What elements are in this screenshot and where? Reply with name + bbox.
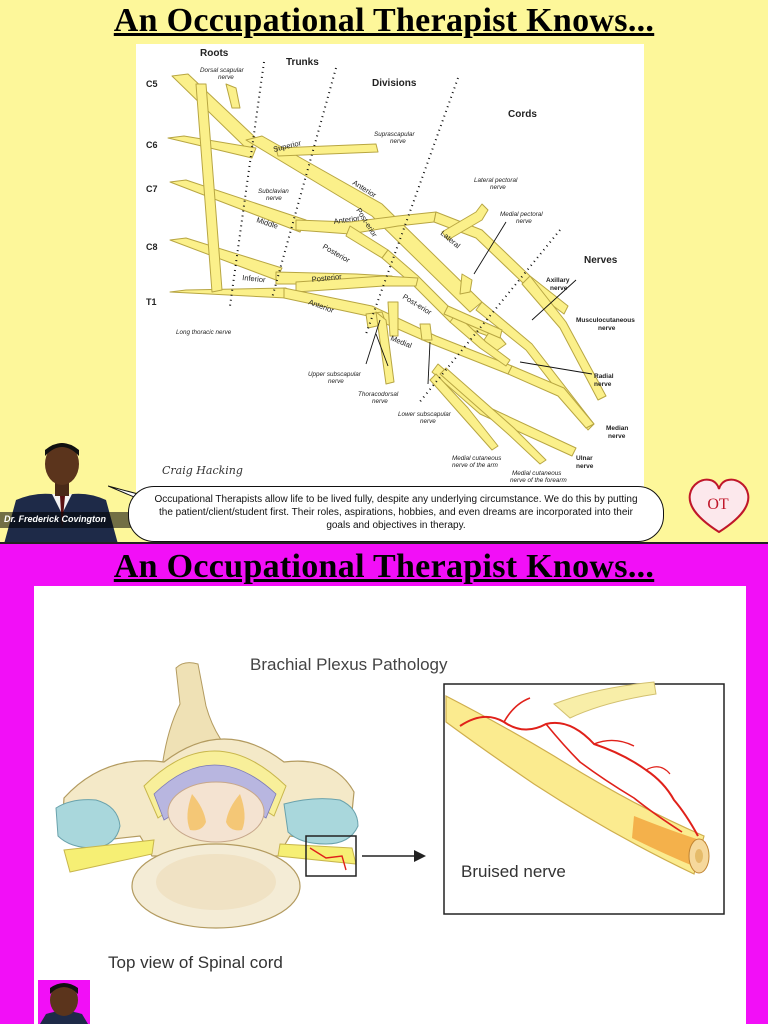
presenter-name-caption: Dr. Frederick Covington (4, 514, 106, 524)
slide-title-2: An Occupational Therapist Knows... (0, 548, 768, 586)
root-label-c5: C5 (146, 79, 158, 89)
branch-label-medial-pectoral: Medial pectoral (500, 211, 543, 218)
root-label-t1: T1 (146, 297, 157, 307)
branch-label-medial-cutaneous-forearm: Medial cutaneous (512, 470, 562, 477)
root-label-c8: C8 (146, 242, 158, 252)
artist-signature: Craig Hacking (162, 464, 243, 477)
division-label-posterior-middle: Posterior (321, 242, 352, 265)
branch-label-lateral-pectoral-2: nerve (490, 184, 506, 191)
heading-trunks: Trunks (286, 57, 319, 68)
branch-label-upper-subscapular: Upper subscapular (308, 371, 362, 378)
nerve-label-musculocutaneous: Musculocutaneous (576, 317, 635, 324)
branch-label-suprascapular-2: nerve (390, 138, 406, 145)
branch-label-thoracodorsal-2: nerve (372, 398, 388, 405)
slide-1: An Occupational Therapist Knows... (0, 0, 768, 544)
nerve-label-axillary-2: nerve (550, 285, 568, 292)
branch-label-subclavian: Subclavian (258, 188, 289, 195)
branch-label-dorsal-scapular-2: nerve (218, 74, 234, 81)
branch-label-dorsal-scapular: Dorsal scapular (200, 67, 245, 74)
branch-label-medial-cutaneous-arm: Medial cutaneous (452, 455, 502, 462)
speech-bubble: Occupational Therapists allow life to be… (128, 486, 664, 542)
branch-label-medial-cutaneous-arm-2: nerve of the arm (452, 462, 498, 469)
pathology-figure-title: Brachial Plexus Pathology (250, 655, 448, 675)
presenter-photo-small (38, 980, 90, 1024)
nerve-label-ulnar: Ulnar (576, 455, 593, 462)
branch-label-long-thoracic: Long thoracic nerve (176, 329, 232, 336)
branch-label-medial-cutaneous-forearm-2: nerve of the forearm (510, 477, 567, 484)
root-label-c6: C6 (146, 140, 158, 150)
branch-label-medial-pectoral-2: nerve (516, 218, 532, 225)
brachial-plexus-illustration: Roots Trunks Divisions Cords Nerves C5 C… (136, 44, 644, 492)
nerve-label-median: Median (606, 425, 628, 432)
pathology-figure: Brachial Plexus Pathology Bruised nerve … (34, 586, 746, 1024)
root-label-c7: C7 (146, 184, 158, 194)
branch-label-thoracodorsal: Thoracodorsal (358, 391, 399, 398)
brachial-plexus-diagram: Roots Trunks Divisions Cords Nerves C5 C… (136, 44, 644, 492)
slide-title: An Occupational Therapist Knows... (0, 2, 768, 40)
nerve-label-radial-2: nerve (594, 381, 612, 388)
heading-nerves: Nerves (584, 255, 618, 266)
bruised-nerve-label: Bruised nerve (461, 862, 566, 882)
top-view-caption: Top view of Spinal cord (108, 953, 283, 973)
branch-label-upper-subscapular-2: nerve (328, 378, 344, 385)
heart-badge-label: OT (700, 496, 736, 514)
branch-label-subclavian-2: nerve (266, 195, 282, 202)
branch-label-lower-subscapular: Lower subscapular (398, 411, 452, 418)
branch-label-lower-subscapular-2: nerve (420, 418, 436, 425)
nerve-label-radial: Radial (594, 373, 614, 380)
heading-roots: Roots (200, 48, 229, 59)
slide-2: An Occupational Therapist Knows... (0, 544, 768, 1024)
nerve-label-median-2: nerve (608, 433, 626, 440)
heading-cords: Cords (508, 109, 537, 120)
branch-label-suprascapular: Suprascapular (374, 131, 416, 138)
nerve-label-ulnar-2: nerve (576, 463, 594, 470)
branch-label-lateral-pectoral: Lateral pectoral (474, 177, 518, 184)
nerve-label-axillary: Axillary (546, 277, 570, 284)
cord-label-medial: Medial (389, 334, 413, 351)
heading-divisions: Divisions (372, 78, 417, 89)
nerve-label-musculocutaneous-2: nerve (598, 325, 616, 332)
trunk-label-inferior: Inferior (242, 273, 267, 284)
